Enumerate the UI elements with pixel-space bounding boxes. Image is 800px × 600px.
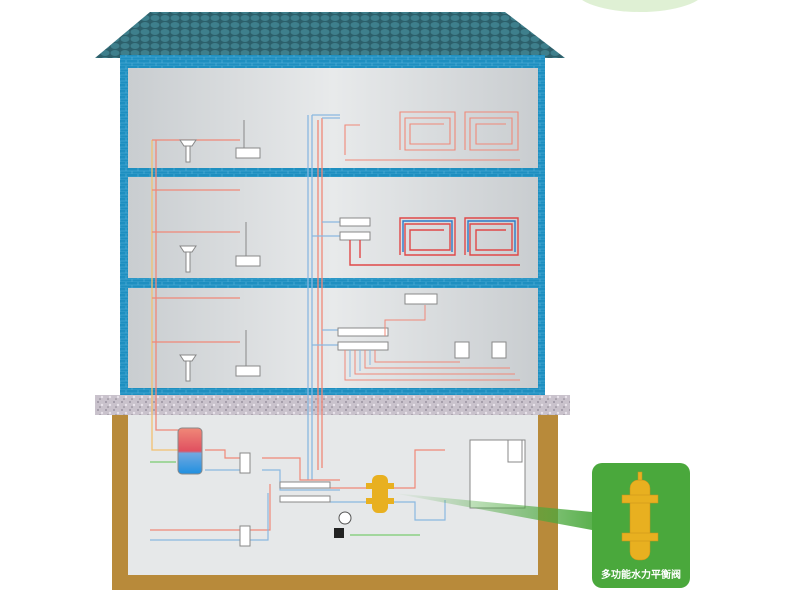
callout-beam xyxy=(392,493,592,530)
underfloor-coils-floor2 xyxy=(349,217,520,266)
radiator xyxy=(404,293,438,305)
pump xyxy=(334,528,344,538)
roof xyxy=(95,12,565,58)
distribution-manifold xyxy=(279,481,331,489)
basement-pipes xyxy=(150,449,446,541)
callout-label: 多功能水力平衡阀 xyxy=(601,570,681,581)
decorative-circle xyxy=(582,0,698,12)
hydraulic-separator-small xyxy=(366,475,394,513)
manifold-floor2-b xyxy=(339,231,371,241)
room-floor-1 xyxy=(128,288,538,388)
heat-exchanger xyxy=(239,452,251,474)
hydraulic-separator-icon xyxy=(621,471,659,561)
risers xyxy=(151,114,340,480)
heat-exchanger xyxy=(239,525,251,547)
manifold-floor1 xyxy=(337,327,389,337)
ground-gravel xyxy=(95,395,570,415)
water-heater-tank xyxy=(177,427,203,475)
radiator xyxy=(454,341,470,359)
expansion-tank xyxy=(338,511,352,525)
manifold-floor2 xyxy=(339,217,371,227)
radiator-pipes xyxy=(344,305,520,381)
underfloor-coils-floor3 xyxy=(344,111,520,161)
manifold-floor1-b xyxy=(337,341,389,351)
boiler xyxy=(469,439,526,509)
bathroom-fixtures xyxy=(179,120,261,382)
distribution-manifold-return xyxy=(279,495,331,503)
radiator xyxy=(491,341,507,359)
